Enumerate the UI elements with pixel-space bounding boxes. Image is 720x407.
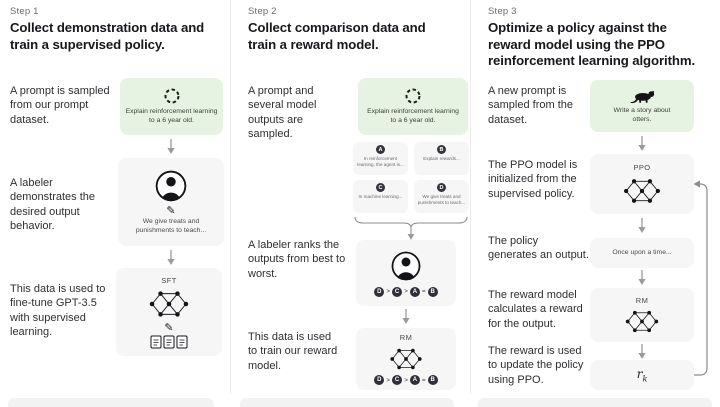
rank-chip: A bbox=[409, 375, 420, 385]
sampling-icon bbox=[404, 87, 422, 105]
step1-title: Collect demonstration data and train a s… bbox=[10, 20, 205, 52]
rank-chip: D bbox=[374, 286, 385, 297]
rank-separator: = bbox=[421, 288, 426, 295]
down-arrow-icon bbox=[637, 136, 647, 152]
step1-demo-text: We give treats and punishments to teach.… bbox=[135, 217, 207, 234]
step1-prompt-text: Explain reinforcement learning to a 6 ye… bbox=[125, 108, 218, 124]
column-divider bbox=[230, 0, 231, 394]
output-letter-b: B bbox=[437, 145, 446, 154]
step2-label: Step 2 bbox=[248, 6, 277, 17]
down-arrow-icon bbox=[637, 270, 647, 286]
pen-icon: ✎ bbox=[166, 203, 176, 217]
step3-output-box: Once upon a time... bbox=[590, 238, 694, 268]
step1-label: Step 1 bbox=[10, 6, 39, 17]
step3-reward-box: rk bbox=[590, 360, 694, 390]
step1-sft-box: SFT ✎ bbox=[116, 268, 222, 356]
down-arrow-icon bbox=[166, 139, 176, 155]
bottom-panel-edge bbox=[478, 398, 712, 407]
step1-labeler-box: ✎ We give treats and punishments to teac… bbox=[118, 158, 224, 246]
ranking-row: D > C > A = B bbox=[374, 375, 438, 385]
rank-separator: > bbox=[386, 288, 391, 295]
step2-prompt-box: Explain reinforcement learning to a 6 ye… bbox=[358, 78, 468, 135]
sampling-icon bbox=[163, 87, 181, 105]
output-text-c: In machine learning... bbox=[358, 194, 403, 199]
step3-label: Step 3 bbox=[488, 6, 517, 17]
ranking-row: D > C > A = B bbox=[374, 286, 438, 297]
column-divider bbox=[470, 0, 471, 394]
step1-prompt-box: Explain reinforcement learning to a 6 ye… bbox=[120, 78, 223, 135]
step1-caption-labeler: A labeler demonstrates the desired outpu… bbox=[10, 177, 95, 232]
output-box-a: A In reinforcement learning, the agent i… bbox=[353, 142, 408, 175]
output-text-b: Explain rewards... bbox=[423, 156, 460, 161]
step3-rm-box: RM bbox=[590, 288, 694, 342]
step1-caption-prompt: A prompt is sampled from our prompt data… bbox=[10, 85, 110, 126]
step2-title: Collect comparison data and train a rewa… bbox=[248, 20, 426, 52]
output-letter-a: A bbox=[376, 145, 385, 154]
down-arrow-icon bbox=[637, 218, 647, 234]
output-box-d: D We give treats and punishments to teac… bbox=[414, 180, 469, 213]
step3-caption-init: The PPO model is initialized from the su… bbox=[488, 159, 578, 200]
output-letter-c: C bbox=[376, 183, 385, 192]
step3-ppo-box: PPO bbox=[590, 154, 694, 214]
rm-label: RM bbox=[399, 333, 413, 342]
down-arrow-icon bbox=[401, 309, 411, 325]
step2-prompt-text: Explain reinforcement learning to a 6 ye… bbox=[367, 108, 459, 124]
neural-net-icon bbox=[388, 346, 424, 372]
ppo-label: PPO bbox=[633, 162, 651, 172]
brace-icon bbox=[354, 216, 468, 240]
pen-icon: ✎ bbox=[164, 320, 174, 334]
down-arrow-icon bbox=[637, 344, 647, 360]
step1-caption-finetune: This data is used to fine-tune GPT-3.5 w… bbox=[10, 283, 106, 338]
step3-caption-reward: The reward model calculates a reward for… bbox=[488, 289, 583, 330]
neural-net-icon bbox=[148, 288, 190, 320]
rank-chip: B bbox=[427, 375, 438, 385]
neural-net-icon bbox=[624, 308, 660, 335]
reward-value: rk bbox=[636, 366, 648, 384]
bottom-panel-edge bbox=[240, 398, 454, 407]
step2-caption-prompt: A prompt and several model outputs are s… bbox=[248, 85, 317, 140]
labeler-icon bbox=[390, 250, 422, 282]
step3-caption-prompt: A new prompt is sampled from the dataset… bbox=[488, 85, 573, 126]
step3-prompt-box: Write a story about otters. bbox=[590, 80, 694, 132]
step2-rm-box: RM D > C > A = B bbox=[356, 328, 456, 390]
step3-caption-update: The reward is used to update the policy … bbox=[488, 345, 584, 386]
neural-net-icon bbox=[622, 176, 662, 206]
rank-chip: D bbox=[374, 375, 385, 385]
rm-label: RM bbox=[635, 295, 649, 305]
rank-chip: A bbox=[409, 286, 420, 297]
output-text-d: We give treats and punishments to teach.… bbox=[417, 194, 466, 205]
rank-separator: > bbox=[404, 376, 408, 384]
rank-separator: > bbox=[404, 288, 408, 295]
output-text-a: In reinforcement learning, the agent is.… bbox=[357, 156, 404, 167]
rank-chip: C bbox=[392, 286, 403, 297]
output-letter-d: D bbox=[437, 183, 446, 192]
step2-caption-rank: A labeler ranks the outputs from best to… bbox=[248, 239, 346, 280]
bottom-panel-edge bbox=[8, 398, 214, 407]
step3-output-text: Once upon a time... bbox=[612, 248, 672, 256]
documents-icon bbox=[150, 335, 188, 348]
rank-chip: B bbox=[427, 286, 438, 297]
step3-caption-output: The policy generates an output. bbox=[488, 235, 589, 262]
labeler-icon bbox=[154, 169, 188, 203]
output-box-b: B Explain rewards... bbox=[414, 142, 469, 175]
output-box-c: C In machine learning... bbox=[353, 180, 408, 213]
step3-prompt-text: Write a story about otters. bbox=[613, 107, 671, 123]
otter-icon bbox=[629, 87, 655, 104]
step2-labeler-box: D > C > A = B bbox=[356, 240, 456, 306]
step3-title: Optimize a policy against the reward mod… bbox=[488, 20, 696, 68]
step2-caption-train: This data is used to train our reward mo… bbox=[248, 331, 338, 372]
rank-separator: = bbox=[421, 376, 426, 384]
sft-label: SFT bbox=[161, 275, 177, 285]
down-arrow-icon bbox=[166, 250, 176, 266]
rank-separator: > bbox=[386, 376, 391, 384]
rank-chip: C bbox=[392, 375, 403, 385]
